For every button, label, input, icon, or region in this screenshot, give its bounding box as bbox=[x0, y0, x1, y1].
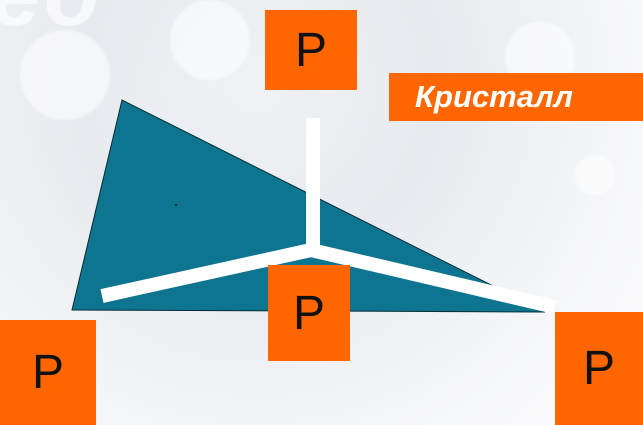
node-bottom-right-label: P bbox=[582, 342, 615, 395]
node-top-label: P bbox=[294, 23, 327, 77]
node-bottom-left: P bbox=[0, 320, 96, 425]
node-center-label: P bbox=[292, 286, 325, 340]
bond-right bbox=[309, 243, 557, 314]
node-bottom-left-label: P bbox=[31, 346, 64, 399]
crystal-label-box: Кристалл bbox=[389, 73, 643, 121]
node-top: P bbox=[265, 10, 357, 90]
center-dot bbox=[174, 203, 178, 207]
bokeh-spot-5 bbox=[575, 155, 615, 195]
bokeh-spot-2 bbox=[170, 0, 250, 80]
node-bottom-right: P bbox=[555, 312, 643, 425]
bokeh-spot-1 bbox=[20, 30, 110, 120]
bond-left bbox=[100, 243, 313, 303]
node-center: P bbox=[268, 265, 350, 361]
header-ghost-text: ед bbox=[0, 0, 103, 47]
crystal-label: Кристалл bbox=[415, 79, 573, 114]
